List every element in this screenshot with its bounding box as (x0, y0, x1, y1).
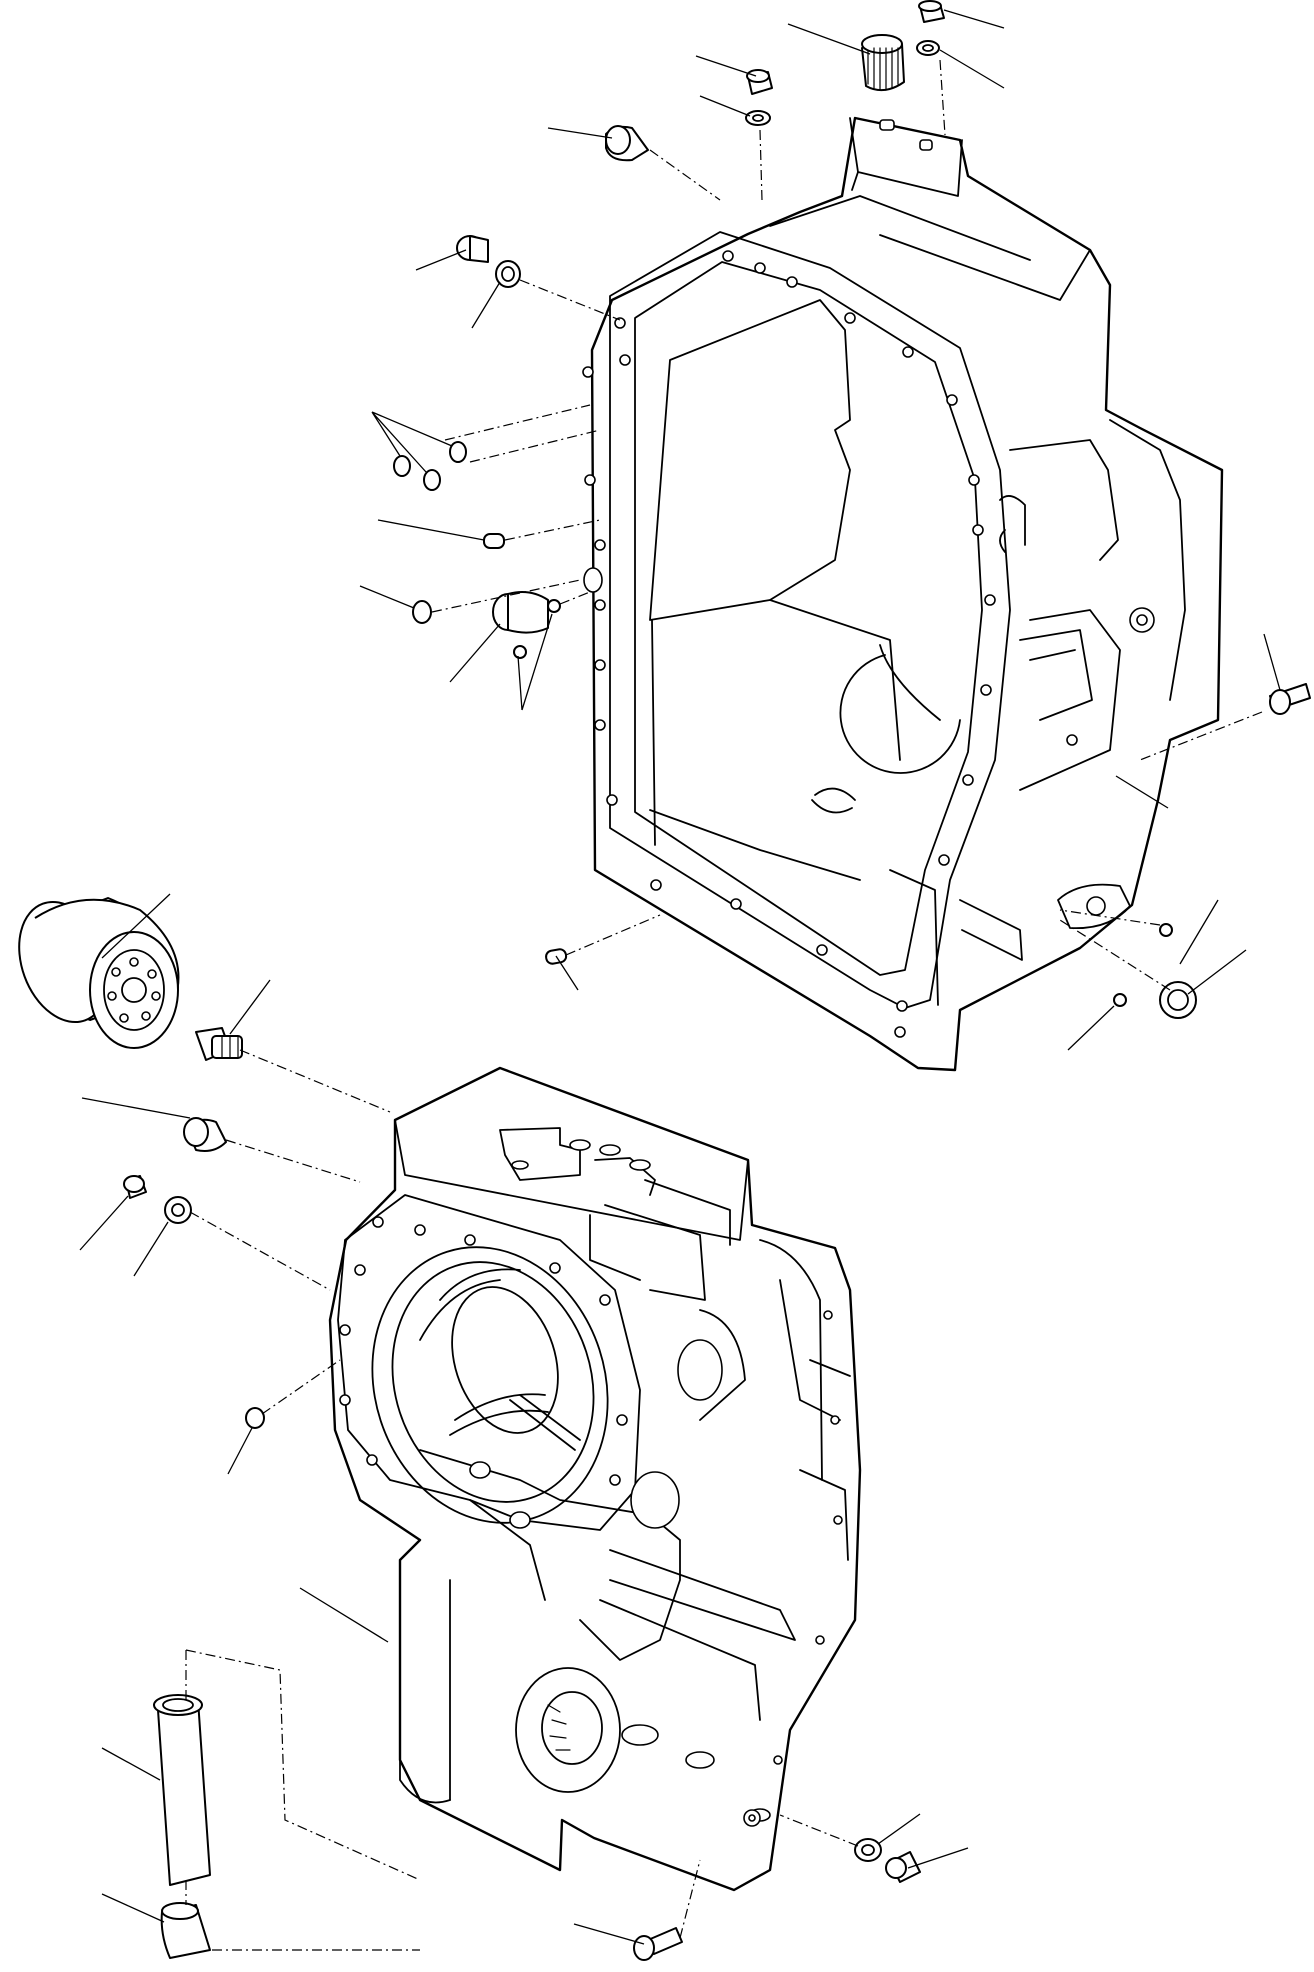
suction-strainer-tube (153, 1694, 211, 1886)
transmission-housing-upper (582, 116, 1224, 1072)
oil-filter-cartridge (18, 897, 180, 1049)
filter-adapter-nipple (195, 1027, 243, 1061)
fastener-parts (123, 0, 1311, 1961)
callout-leader-lines (79, 9, 1281, 1945)
assembly-centerlines (185, 59, 1263, 1951)
transmission-housing-lower (328, 1066, 862, 1892)
strainer-end-cap (160, 1902, 211, 1959)
